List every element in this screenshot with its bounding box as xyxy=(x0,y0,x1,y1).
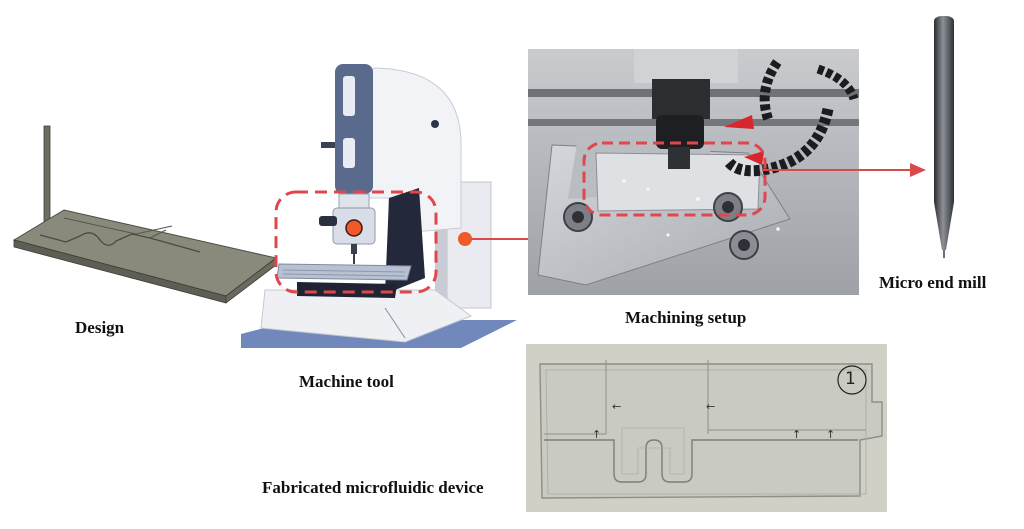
design-model xyxy=(12,125,278,304)
fabricated-device-photo: ← ← ↑ ↑ ↑ 1 xyxy=(526,344,887,512)
machine-highlight-box xyxy=(274,190,438,294)
micro-end-mill-label: Micro end mill xyxy=(879,273,987,292)
machine-tool-label: Machine tool xyxy=(299,372,394,391)
setup-highlight-box xyxy=(582,141,767,217)
design-label: Design xyxy=(75,318,125,337)
svg-text:←: ← xyxy=(706,400,715,413)
svg-text:↑: ↑ xyxy=(826,428,835,441)
machine-tool-illustration xyxy=(241,64,517,348)
end-mill-arrow xyxy=(762,163,926,177)
machining-setup-photo xyxy=(528,49,859,295)
svg-text:↑: ↑ xyxy=(592,428,601,441)
device-number-marking: 1 xyxy=(845,369,856,389)
fabricated-device-label: Fabricated microfluidic device xyxy=(262,478,484,497)
machining-setup-label: Machining setup xyxy=(625,308,747,327)
svg-text:↑: ↑ xyxy=(792,428,801,441)
micro-end-mill-image xyxy=(934,16,954,258)
svg-text:←: ← xyxy=(612,400,621,413)
